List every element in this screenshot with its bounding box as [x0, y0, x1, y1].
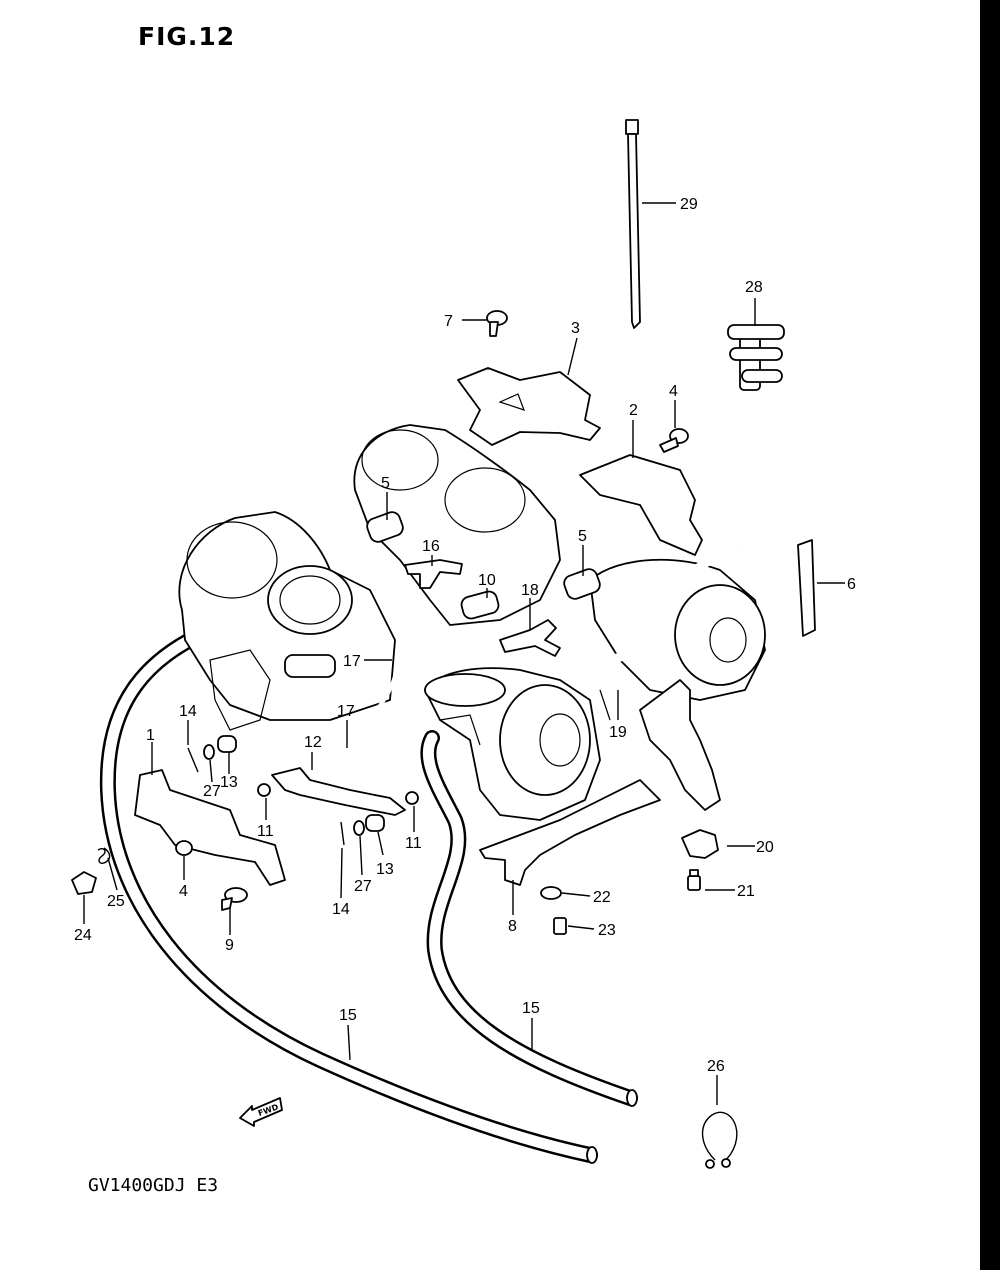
label-23: 23: [598, 922, 616, 939]
label-5-left: 5: [381, 475, 390, 492]
part-1-bracket: [134, 769, 286, 886]
carburetor-assembly: [178, 424, 766, 821]
label-13-left: 13: [220, 774, 238, 791]
label-2: 2: [629, 402, 638, 419]
part-16-joint: [404, 559, 463, 589]
fwd-arrow-icon: FWD: [239, 1097, 283, 1127]
label-8: 8: [508, 918, 517, 935]
model-code: GV1400GDJ E3: [88, 1175, 219, 1196]
part-26-clip: [701, 1111, 738, 1166]
part-3-bracket: [457, 367, 601, 446]
label-27-left: 27: [203, 783, 221, 800]
label-10: 10: [478, 572, 496, 589]
label-4-top: 4: [669, 383, 678, 400]
part-2-bracket: [579, 454, 703, 556]
hose-15-right: [420, 730, 638, 1107]
label-16: 16: [422, 538, 440, 555]
part-20-clamp: [681, 829, 719, 859]
label-5-right: 5: [578, 528, 587, 545]
part-5-spacer-right: [563, 568, 601, 600]
label-28: 28: [745, 279, 763, 296]
leader-lines: [83, 202, 845, 1105]
part-21-screw: [687, 869, 701, 891]
label-1: 1: [146, 727, 155, 744]
label-6: 6: [847, 576, 856, 593]
part-24-knob: [71, 871, 97, 895]
part-28-joint: [727, 324, 785, 391]
label-7: 7: [444, 313, 453, 330]
label-14-left: 14: [179, 703, 197, 720]
label-15-left: 15: [339, 1007, 357, 1024]
label-26: 26: [707, 1058, 725, 1075]
figure-title: FIG.12: [138, 22, 236, 51]
part-14-pin-left: [187, 747, 199, 773]
label-9: 9: [225, 937, 234, 954]
part-29-cable-tie: [625, 119, 641, 329]
label-12: 12: [304, 734, 322, 751]
part-11-washer-left: [257, 783, 271, 797]
part-12-link: [271, 767, 406, 816]
part-6-plate: [797, 539, 816, 637]
label-15-right: 15: [522, 1000, 540, 1017]
label-11-left: 11: [257, 823, 274, 840]
label-17-top: 17: [343, 653, 361, 670]
part-23-bolt: [553, 917, 567, 935]
part-7-screw: [486, 310, 508, 337]
label-3: 3: [571, 320, 580, 337]
part-13-bush-left: [217, 735, 237, 753]
label-20: 20: [756, 839, 774, 856]
label-22: 22: [593, 889, 611, 906]
part-18-joint: [499, 619, 561, 657]
part-9-screw: [221, 887, 248, 911]
label-19: 19: [609, 724, 627, 741]
label-18: 18: [521, 582, 539, 599]
scan-edge: [980, 0, 1000, 1270]
label-17-bottom: 17: [337, 703, 355, 720]
label-13-right: 13: [376, 861, 394, 878]
part-10-spacer: [460, 590, 500, 620]
part-25-spring: [97, 847, 111, 865]
part-22-washer: [540, 886, 562, 900]
part-4-screw-left: [175, 840, 193, 856]
part-5-spacer-left: [366, 511, 404, 543]
label-14-right: 14: [332, 901, 350, 918]
label-24: 24: [74, 927, 92, 944]
part-14-pin-right: [340, 821, 345, 846]
label-21: 21: [737, 883, 755, 900]
label-25: 25: [107, 893, 125, 910]
label-4-left: 4: [179, 883, 188, 900]
part-11-washer-right: [405, 791, 419, 805]
label-29: 29: [680, 196, 698, 213]
part-27-washer-left: [203, 744, 215, 760]
part-13-bush-right: [365, 814, 385, 832]
part-27-washer-right: [353, 820, 365, 836]
label-27-right: 27: [354, 878, 372, 895]
part-labels: 29 28 7 3 4 2 5 5 6 16 10 18 17 19 1 14 …: [74, 196, 856, 1075]
part-4-screw-top: [659, 428, 689, 453]
hose-15-left: [99, 620, 598, 1164]
label-11-right: 11: [405, 835, 422, 852]
part-8-bracket: [479, 779, 661, 886]
